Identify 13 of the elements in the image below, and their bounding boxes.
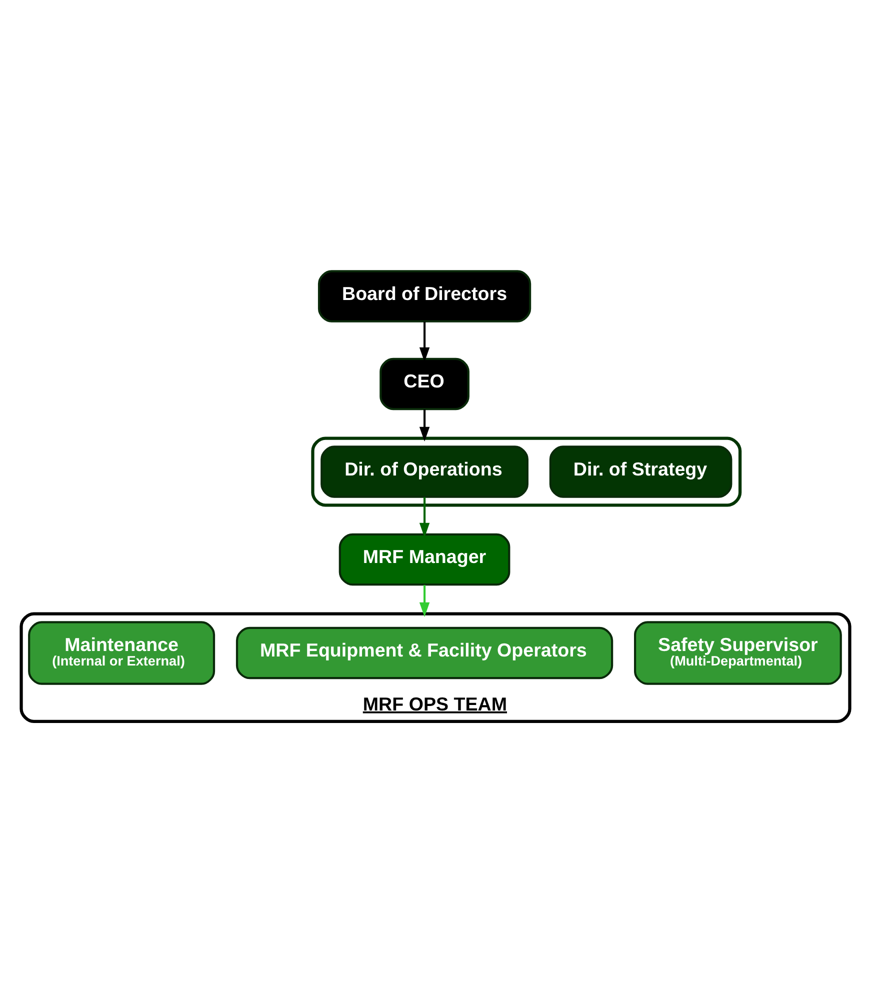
cluster <box>311 436 742 506</box>
arrow <box>419 408 430 441</box>
node-box: MRF Manager <box>338 532 510 586</box>
node-box: Dir. of Strategy <box>549 445 732 498</box>
node-box: Safety Supervisor (Multi-Departmental) <box>634 620 842 684</box>
node-box: Dir. of Operations <box>320 445 528 498</box>
arrow <box>419 496 430 538</box>
node-box: Maintenance (Internal or External) <box>28 620 216 684</box>
arrow <box>419 321 430 362</box>
node-box: CEO <box>380 357 470 410</box>
node-box: Board of Directors <box>318 270 532 322</box>
node-box: MRF Equipment & Facility Operators <box>236 626 614 679</box>
arrow <box>419 584 430 617</box>
